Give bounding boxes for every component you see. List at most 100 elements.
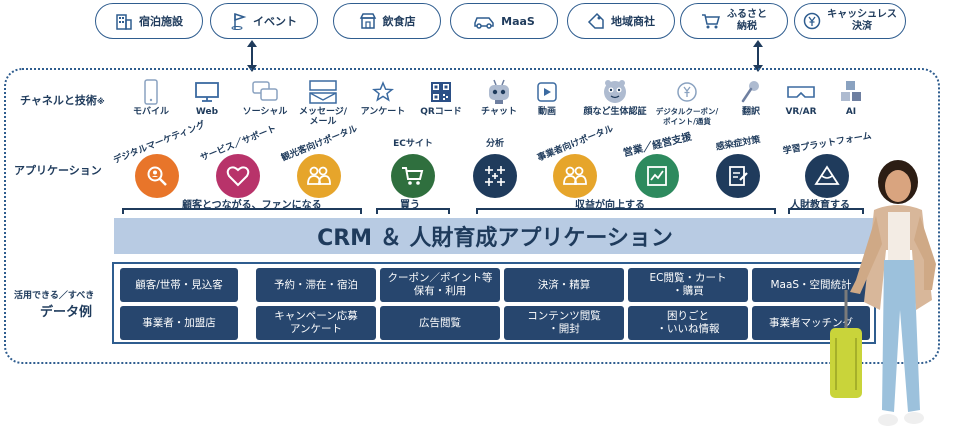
app-service-support[interactable]: サービス／サポート bbox=[199, 124, 278, 198]
channel-message-mail[interactable]: メッセージ/ メール bbox=[288, 78, 358, 127]
building-icon bbox=[116, 14, 132, 30]
vr-icon bbox=[787, 86, 815, 98]
chat-icon bbox=[252, 81, 278, 101]
mountain-icon bbox=[814, 165, 840, 185]
connector-arrow-left bbox=[247, 40, 257, 72]
channel-web[interactable]: Web bbox=[172, 78, 242, 117]
channel-label: モバイル bbox=[132, 107, 169, 117]
data-cell[interactable]: 顧客/世帯・見込客 bbox=[120, 268, 238, 302]
app-ec-site[interactable]: ECサイト bbox=[378, 139, 448, 198]
shop-icon bbox=[359, 13, 376, 29]
service-pill-cashless[interactable]: キャッシュレス 決済 bbox=[794, 3, 906, 39]
channel-survey[interactable]: アンケート bbox=[348, 78, 418, 117]
chart-icon bbox=[647, 166, 667, 186]
cubes-icon bbox=[841, 81, 861, 101]
data-cell[interactable]: 困りごと ・いいね情報 bbox=[628, 306, 748, 340]
channel-label: 顔など生体認証 bbox=[583, 107, 647, 117]
car-icon bbox=[474, 17, 494, 29]
data-cell[interactable]: MaaS・空間統計 bbox=[752, 268, 870, 302]
channel-vr-ar[interactable]: VR/AR bbox=[766, 78, 836, 117]
app-icon-circle bbox=[805, 154, 849, 198]
crm-title: CRM ＆ 人財育成アプリケーション bbox=[317, 226, 673, 251]
people-icon bbox=[307, 166, 331, 185]
app-icon-circle bbox=[391, 154, 435, 198]
channel-label: 翻訳 bbox=[741, 107, 760, 117]
face-icon bbox=[604, 80, 626, 103]
service-pill-restaurant[interactable]: 飲食店 bbox=[333, 3, 441, 39]
app-icon-circle bbox=[297, 154, 341, 198]
data-cell[interactable]: キャンペーン応募 アンケート bbox=[256, 306, 376, 340]
platform-frame bbox=[4, 68, 940, 364]
robot-icon bbox=[489, 79, 509, 104]
app-sales-management[interactable]: 営業／経営支援 bbox=[622, 132, 693, 198]
service-pill-hotel[interactable]: 宿泊施設 bbox=[95, 3, 203, 39]
app-learning-platform[interactable]: 学習プラットフォーム bbox=[782, 131, 872, 198]
channel-label: ソーシャル bbox=[242, 107, 288, 117]
group-bracket-revenue bbox=[476, 208, 776, 214]
channel-label: Web bbox=[195, 107, 219, 117]
row-label-data-line1: 活用できる／すべき bbox=[14, 291, 95, 301]
group-bracket-connect bbox=[122, 208, 362, 214]
group-bracket-education bbox=[788, 208, 864, 214]
channel-social[interactable]: ソーシャル bbox=[230, 78, 300, 117]
service-label: 飲食店 bbox=[382, 15, 416, 28]
row-label-channel: チャネルと技術※ bbox=[20, 92, 105, 108]
channel-biometric[interactable]: 顔など生体認証 bbox=[580, 78, 650, 117]
mic-icon bbox=[741, 81, 759, 103]
cart-icon bbox=[402, 167, 424, 185]
channel-label: 動画 bbox=[537, 107, 556, 117]
channel-video[interactable]: 動画 bbox=[512, 78, 582, 117]
yen-icon bbox=[803, 12, 821, 30]
service-pill-regional-trading[interactable]: 地域商社 bbox=[567, 3, 675, 39]
app-icon-circle bbox=[553, 154, 597, 198]
suitcase-shape bbox=[830, 328, 862, 398]
app-icon-circle bbox=[473, 154, 517, 198]
app-business-portal[interactable]: 事業者向けポータル bbox=[536, 124, 615, 198]
data-cell[interactable]: 予約・滞在・宿泊 bbox=[256, 268, 376, 302]
channel-qr-code[interactable]: QRコード bbox=[406, 78, 476, 117]
app-icon-circle bbox=[716, 154, 760, 198]
app-icon-circle bbox=[635, 154, 679, 198]
data-cell[interactable]: 広告閲覧 bbox=[380, 306, 500, 340]
coin-icon bbox=[677, 82, 697, 102]
group-bracket-buy bbox=[376, 208, 450, 214]
service-label: MaaS bbox=[501, 14, 535, 28]
app-label: ECサイト bbox=[393, 139, 433, 149]
traveler-illustration bbox=[830, 160, 936, 426]
clipboard-icon bbox=[729, 166, 748, 186]
top-services-row: 宿泊施設 イベント 飲食店 MaaS 地域商社 ふるさと 納税 キャッシュレス … bbox=[90, 3, 910, 41]
app-tourist-portal[interactable]: 観光客向けポータル bbox=[280, 124, 359, 198]
mobile-icon bbox=[144, 79, 158, 105]
cart-icon bbox=[702, 14, 720, 29]
data-cell[interactable]: EC閲覧・カート ・購買 bbox=[628, 268, 748, 302]
data-cell[interactable]: クーポン／ポイント等 保有・利用 bbox=[380, 268, 500, 302]
people-icon bbox=[563, 166, 587, 185]
data-cell[interactable]: 事業者・加盟店 bbox=[120, 306, 238, 340]
group-label-connect: 顧客とつながる、ファンになる bbox=[182, 200, 322, 211]
service-label: ふるさと 納税 bbox=[727, 9, 767, 32]
data-cell[interactable]: 決済・精算 bbox=[504, 268, 624, 302]
channel-label: アンケート bbox=[360, 107, 406, 117]
channel-label: メッセージ/ メール bbox=[298, 107, 348, 127]
connector-arrow-right bbox=[753, 40, 763, 72]
channel-digital-coupon[interactable]: デジタルクーポン/ ポイント/通貨 bbox=[652, 78, 722, 127]
app-analytics[interactable]: 分析 bbox=[460, 139, 530, 198]
channel-chat[interactable]: チャット bbox=[464, 78, 534, 117]
qr-icon bbox=[431, 82, 451, 102]
service-pill-event[interactable]: イベント bbox=[210, 3, 318, 39]
app-icon-circle bbox=[135, 154, 179, 198]
group-label-revenue: 収益が向上する bbox=[575, 200, 645, 211]
group-label-buy: 買う bbox=[400, 200, 420, 211]
app-infection-control[interactable]: 感染症対策 bbox=[703, 135, 773, 198]
channel-mobile[interactable]: モバイル bbox=[116, 78, 186, 117]
channel-label: VR/AR bbox=[785, 107, 817, 117]
channel-translation[interactable]: 翻訳 bbox=[716, 78, 786, 117]
service-pill-maas[interactable]: MaaS bbox=[450, 3, 558, 39]
app-digital-marketing[interactable]: デジタルマーケティング bbox=[112, 120, 207, 198]
service-pill-furusato[interactable]: ふるさと 納税 bbox=[680, 3, 788, 39]
data-cell[interactable]: コンテンツ閲覧 ・開封 bbox=[504, 306, 624, 340]
channel-ai[interactable]: AI bbox=[816, 78, 886, 117]
service-label: イベント bbox=[253, 15, 297, 28]
monitor-icon bbox=[195, 82, 219, 102]
service-label: キャッシュレス 決済 bbox=[827, 9, 897, 32]
